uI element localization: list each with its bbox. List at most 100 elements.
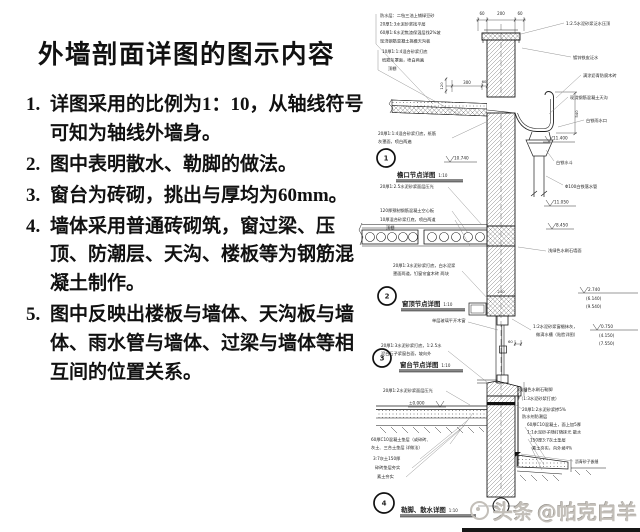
coping bbox=[481, 32, 521, 41]
detail-title: 窗台节点详图 bbox=[400, 360, 438, 369]
wall-masonry bbox=[481, 29, 521, 498]
item-number: 2. bbox=[26, 153, 41, 175]
sill-board bbox=[477, 379, 497, 384]
list-item: 2. 图中表明散水、勒脚的做法。 bbox=[26, 151, 368, 180]
annotation-text: 60 bbox=[523, 387, 528, 392]
annotation-text: 防水剂防潮层 bbox=[522, 413, 547, 420]
detail-number: 3 bbox=[380, 355, 385, 363]
annotation-text: 罩面两道，钉窗帘盒木砖 两块 bbox=[393, 270, 450, 277]
level-value: (4.150) bbox=[599, 333, 615, 338]
annotation-text: 防水层：二毡三油上铺绿豆砂 bbox=[380, 12, 434, 19]
annotation-text: 20厚1:2水泥砂浆掺5% bbox=[522, 406, 566, 413]
annotation-text: 泥白石子浆窗台面，坡向外 bbox=[381, 350, 432, 357]
annotation-text: 镀锌铁皮泛水 bbox=[573, 54, 599, 61]
annotation-text: 10厚混合砂浆打底，喷白两道 bbox=[380, 216, 436, 223]
item-text: 图中反映出楼板与墙体、天沟板与墙体、雨水管与墙体、过梁与墙体等相互间的位置关系。 bbox=[50, 304, 355, 383]
annotation-text: 单层玻璃平开木窗 bbox=[432, 317, 466, 324]
level-value: 11.400 bbox=[553, 136, 568, 141]
roof-slab bbox=[388, 96, 516, 117]
annotation-text: 60 bbox=[508, 339, 513, 344]
annotation-text: 浅绿色水刷石墙面 bbox=[548, 247, 582, 254]
annotation-text: 60厚C10混凝土，面上加5厚 bbox=[527, 421, 581, 428]
level-triangle-icon bbox=[579, 286, 589, 294]
level-value: (7.550) bbox=[599, 341, 615, 346]
detail-number-circle bbox=[372, 348, 392, 368]
joint-filler bbox=[515, 452, 521, 457]
watermark-handle: @帕克白羊 bbox=[537, 500, 637, 524]
annotation-text: 灰土、三合土垫层 详做法） bbox=[371, 444, 423, 451]
annotation-text: 60 bbox=[482, 79, 487, 84]
annotation-text: 20厚1:2水泥砂浆面层压光 bbox=[383, 387, 433, 394]
annotation-text: 120厚预制钢筋混凝土空心板 bbox=[380, 207, 435, 214]
downpipe bbox=[530, 156, 548, 197]
leader-lines bbox=[375, 14, 585, 478]
level-value: 2.740 bbox=[588, 287, 600, 292]
detail-number-circle bbox=[373, 492, 395, 514]
damp-proof-course bbox=[487, 402, 515, 406]
annotation-text: 20厚1:3水泥砂浆找平层 bbox=[380, 21, 426, 28]
annotation-text: 素土夯实 bbox=[377, 473, 394, 480]
item-number: 1. bbox=[26, 94, 41, 115]
dimension-lines bbox=[444, 17, 577, 396]
brick-sill bbox=[486, 380, 522, 397]
gutter bbox=[514, 91, 554, 197]
window bbox=[468, 302, 522, 399]
annotation-text: 现浇钢筋混凝土天沟 bbox=[570, 94, 608, 101]
annotation-text: 240 bbox=[497, 289, 505, 294]
annotation-text: 20厚1:3水泥砂浆打底，1:2.5水 bbox=[381, 342, 442, 349]
annotation-text: 20厚1:2.5水泥砂浆面层压光 bbox=[380, 183, 434, 190]
detail-title: 勒脚、散水详图 bbox=[401, 505, 446, 514]
annotation-text: 120 bbox=[439, 82, 444, 90]
rain-hopper bbox=[525, 131, 554, 157]
annotation-text: 做滴水槽（贴脸详图） bbox=[536, 331, 578, 338]
page-title: 外墙剖面详图的图示内容 bbox=[38, 40, 336, 69]
item-number: 4. bbox=[26, 215, 41, 237]
detail-scale: 1:10 bbox=[441, 363, 450, 368]
annotation-text: 60厚1:6水泥焦渣保温层找2%坡 bbox=[380, 29, 441, 36]
annotation-text: 灰罩面，喷白两遍 bbox=[378, 138, 412, 145]
detail-title-underline bbox=[396, 179, 463, 183]
detail-scale: 1:10 bbox=[449, 508, 458, 513]
indoor-floor bbox=[376, 405, 487, 434]
annotation-text: 顶棚 bbox=[388, 65, 396, 72]
bottom-edge-bar bbox=[462, 528, 640, 532]
glazing bbox=[495, 316, 505, 383]
annotation-text: 200 bbox=[497, 11, 505, 16]
level-value: (9.540) bbox=[586, 304, 602, 309]
level-triangle-icon bbox=[592, 323, 602, 331]
annotation-text: 1:1水泥砂子随打随抹光 散水 bbox=[527, 429, 582, 436]
annotation-text: 沥青砂子嵌缝 bbox=[575, 459, 598, 464]
points-list: 1. 详图采用的比例为1：10，从轴线符号可知为轴线外墙身。 2. 图中表明散水… bbox=[26, 91, 368, 388]
meeting-rail bbox=[499, 345, 507, 354]
annotation-text: 纸筋灰罩面，喷白两遍 bbox=[382, 57, 425, 64]
item-number: 5. bbox=[26, 304, 41, 326]
annotations: 防水层：二毡三油上铺绿豆砂 20厚1:3水泥砂浆找平层60厚1:6水泥焦渣保温层找… bbox=[371, 11, 617, 480]
detail-number: 2 bbox=[385, 293, 390, 301]
annotation-text: 540 bbox=[574, 110, 579, 118]
annotation-text: 白铁水斗 bbox=[556, 159, 573, 166]
detail-number-circle bbox=[376, 148, 396, 168]
detail-scale: 1:10 bbox=[443, 302, 452, 307]
toutiao-logo-icon bbox=[470, 501, 489, 520]
soil-hatch bbox=[379, 426, 485, 434]
detail-number: 1 bbox=[384, 155, 389, 163]
detail-scale: 1:10 bbox=[438, 173, 447, 178]
list-item: 1. 详图采用的比例为1：10，从轴线符号可知为轴线外墙身。 bbox=[26, 91, 368, 149]
annotation-text: Φ100白铁落水管 bbox=[565, 183, 597, 190]
annotation-text: 20厚1:1:4混合砂浆打底，纸筋 bbox=[378, 130, 436, 137]
annotation-text: 碎砖垫层夯实 bbox=[375, 464, 400, 471]
annotation-text: （1:3水泥砂浆打底） bbox=[519, 395, 559, 402]
level-value: 11.050 bbox=[554, 200, 569, 205]
level-triangle-icon bbox=[544, 135, 554, 143]
detail-title-underline bbox=[399, 369, 463, 373]
level-value: 0.750 bbox=[601, 324, 613, 329]
text-panel: 外墙剖面详图的图示内容 1. 详图采用的比例为1：10，从轴线符号可知为轴线外墙… bbox=[26, 20, 368, 390]
annotation-text: 60厚C10混凝土垫层（或碎砖、 bbox=[371, 436, 431, 443]
item-text: 图中表明散水、勒脚的做法。 bbox=[50, 153, 298, 175]
level-value: 10.740 bbox=[454, 156, 469, 161]
level-triangle-icon bbox=[545, 199, 555, 207]
annotation-text: 300 bbox=[463, 80, 471, 85]
annotation-text: 60 bbox=[517, 11, 523, 16]
list-item: 4. 墙体采用普通砖砌筑，窗过梁、压顶、防潮层、天沟、楼板等为钢筋混凝土制作。 bbox=[26, 213, 368, 300]
